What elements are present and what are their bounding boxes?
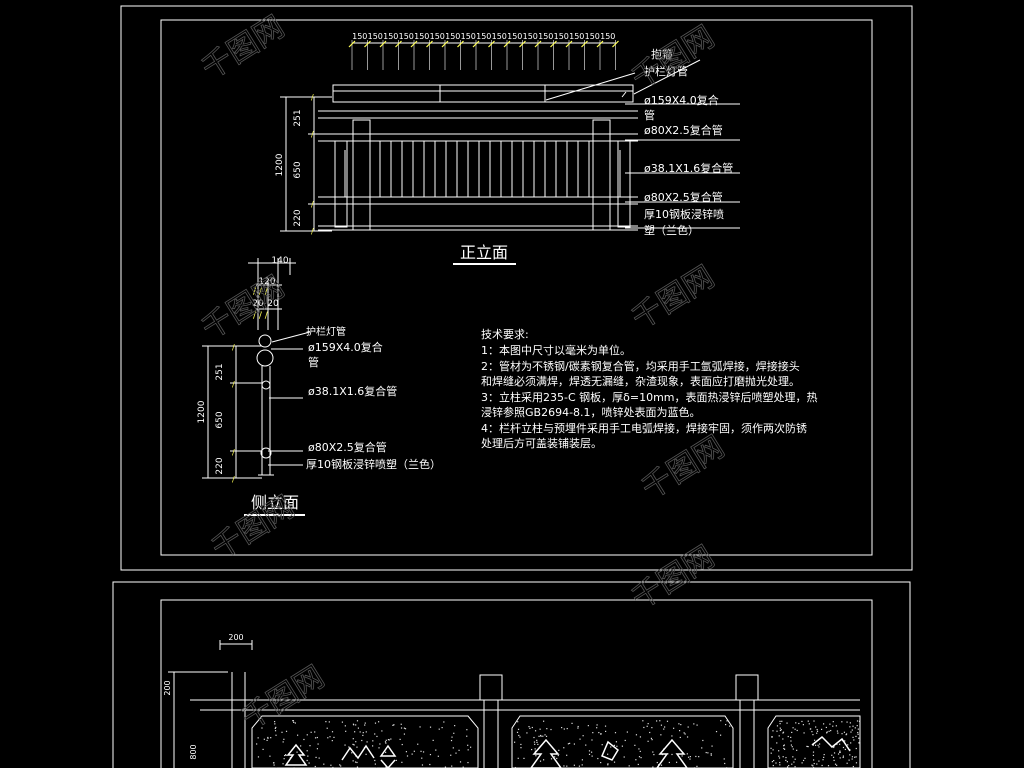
front-label-7: 厚10钢板浸锌喷	[644, 207, 724, 221]
svg-text:/: /	[232, 448, 235, 457]
front-label-0: 抱箍	[651, 47, 673, 61]
front-dim-top-14: 150	[569, 32, 584, 41]
svg-text:/ / /: / / /	[253, 287, 269, 297]
lower-dim-left: 200	[163, 680, 172, 695]
side-elevation	[202, 258, 311, 479]
watermark-0: 千图网	[196, 9, 291, 86]
side-label-1: ø159X4.0复合	[308, 340, 383, 354]
sheet-inner-frame-top	[160, 19, 873, 556]
front-dim-top-10: 150	[507, 32, 522, 41]
svg-text:/: /	[311, 227, 314, 236]
side-label-3: ø38.1X1.6复合管	[308, 384, 397, 398]
front-dim-top-8: 150	[476, 32, 491, 41]
svg-text:/: /	[311, 93, 314, 102]
side-dim-top-1: 120	[258, 277, 275, 287]
side-title: 侧立面	[251, 493, 299, 512]
front-dim-top-12: 150	[538, 32, 553, 41]
sheet-frame-top	[120, 5, 913, 571]
front-dim-top-5: 150	[430, 32, 445, 41]
tech-line-2: 和焊缝必须满焊，焊透无漏缝，杂渣现象，表面应打磨抛光处理。	[481, 374, 800, 388]
front-label-1: 护栏灯管	[644, 64, 688, 78]
front-dim-top-9: 150	[492, 32, 507, 41]
front-dim-top-7: 150	[461, 32, 476, 41]
front-dim-top-15: 150	[585, 32, 600, 41]
front-dim-top-0: 150	[352, 32, 367, 41]
front-dim-220: 220	[293, 209, 303, 226]
tech-line-3: 3：立柱采用235-C 钢板，厚δ=10mm，表面热浸锌后喷塑处理，热	[481, 390, 818, 404]
tech-heading: 技术要求:	[481, 328, 529, 341]
front-dim-ticks: / / / /	[311, 93, 314, 236]
front-dim-top-16: 150	[600, 32, 615, 41]
watermark-7: 千图网	[236, 659, 331, 736]
panel-speckle-pattern	[256, 720, 861, 768]
front-dim-top-3: 150	[399, 32, 414, 41]
svg-text:/: /	[311, 200, 314, 209]
side-dim-top-0: 140	[271, 256, 288, 266]
front-label-8: 塑（兰色）	[644, 223, 699, 237]
side-label-0: 护栏灯管	[306, 325, 346, 338]
front-dim-top-4: 150	[414, 32, 429, 41]
front-dim-650: 650	[293, 161, 303, 178]
watermark-4: 千图网	[636, 429, 731, 506]
svg-text:/: /	[232, 475, 235, 484]
tech-notes: 技术要求: 1：本图中尺寸以毫米为单位。 2：管材为不锈钢/碳素钢复合管，均采用…	[481, 328, 818, 450]
side-label-5: 厚10钢板浸锌喷塑（兰色）	[306, 457, 441, 471]
front-dim-251: 251	[293, 109, 303, 126]
sheet-inner-frame-bottom	[160, 599, 873, 768]
side-dim-total: 1200	[197, 400, 207, 423]
side-labels: 护栏灯管 ø159X4.0复合 管 ø38.1X1.6复合管 ø80X2.5复合…	[306, 325, 441, 471]
front-elevation	[318, 84, 638, 231]
front-label-2: ø159X4.0复合	[644, 93, 719, 107]
front-label-6: ø80X2.5复合管	[644, 190, 723, 204]
svg-text:/: /	[232, 380, 235, 389]
side-label-2: 管	[308, 355, 319, 369]
watermark-6: 千图网	[626, 539, 721, 616]
side-dim-251: 251	[215, 363, 225, 380]
front-title: 正立面	[460, 243, 508, 262]
front-label-5: ø38.1X1.6复合管	[644, 161, 733, 175]
side-dim-650: 650	[215, 411, 225, 428]
watermark-1: 千图网	[626, 19, 721, 96]
front-label-3: 管	[644, 108, 655, 122]
watermark-3: 千图网	[626, 259, 721, 336]
front-label-4: ø80X2.5复合管	[644, 123, 723, 137]
front-dim-total: 1200	[275, 153, 285, 176]
front-dim-top-11: 150	[523, 32, 538, 41]
tech-line-0: 1：本图中尺寸以毫米为单位。	[481, 343, 631, 357]
side-label-4: ø80X2.5复合管	[308, 440, 387, 454]
front-dim-top-2: 150	[383, 32, 398, 41]
tech-line-4: 浸锌参照GB2694-8.1，喷锌处表面为蓝色。	[481, 405, 701, 419]
side-dim-top-2: 20	[252, 299, 264, 309]
front-dim-top-13: 150	[554, 32, 569, 41]
front-dim-lines	[280, 59, 740, 232]
side-dim-220: 220	[215, 457, 225, 474]
front-dim-top-6: 150	[445, 32, 460, 41]
lower-dim-mid: 800	[189, 744, 198, 759]
tech-line-1: 2：管材为不锈钢/碳素钢复合管，均采用手工氩弧焊接，焊接接头	[481, 359, 800, 373]
panel-motifs	[284, 735, 851, 768]
lower-dim-top: 200	[228, 633, 243, 642]
tech-line-5: 4：栏杆立柱与预埋件采用手工电弧焊接，焊接牢固，须作两次防锈	[481, 421, 807, 435]
side-dims: 140 120 20 20 251 650 220 1200 / / / / /…	[197, 256, 289, 484]
front-labels: 抱箍 护栏灯管 ø159X4.0复合 管 ø80X2.5复合管 ø38.1X1.…	[644, 47, 733, 237]
front-dim-top-1: 150	[368, 32, 383, 41]
svg-text:/: /	[232, 343, 235, 352]
svg-text:/ / /: / / /	[253, 311, 269, 321]
lower-elevation	[168, 640, 861, 768]
side-dim-top-3: 20	[267, 299, 279, 309]
sheet-frame-bottom	[112, 581, 911, 768]
svg-text:/: /	[311, 130, 314, 139]
tech-line-6: 处理后方可盖装铺装层。	[481, 436, 602, 450]
